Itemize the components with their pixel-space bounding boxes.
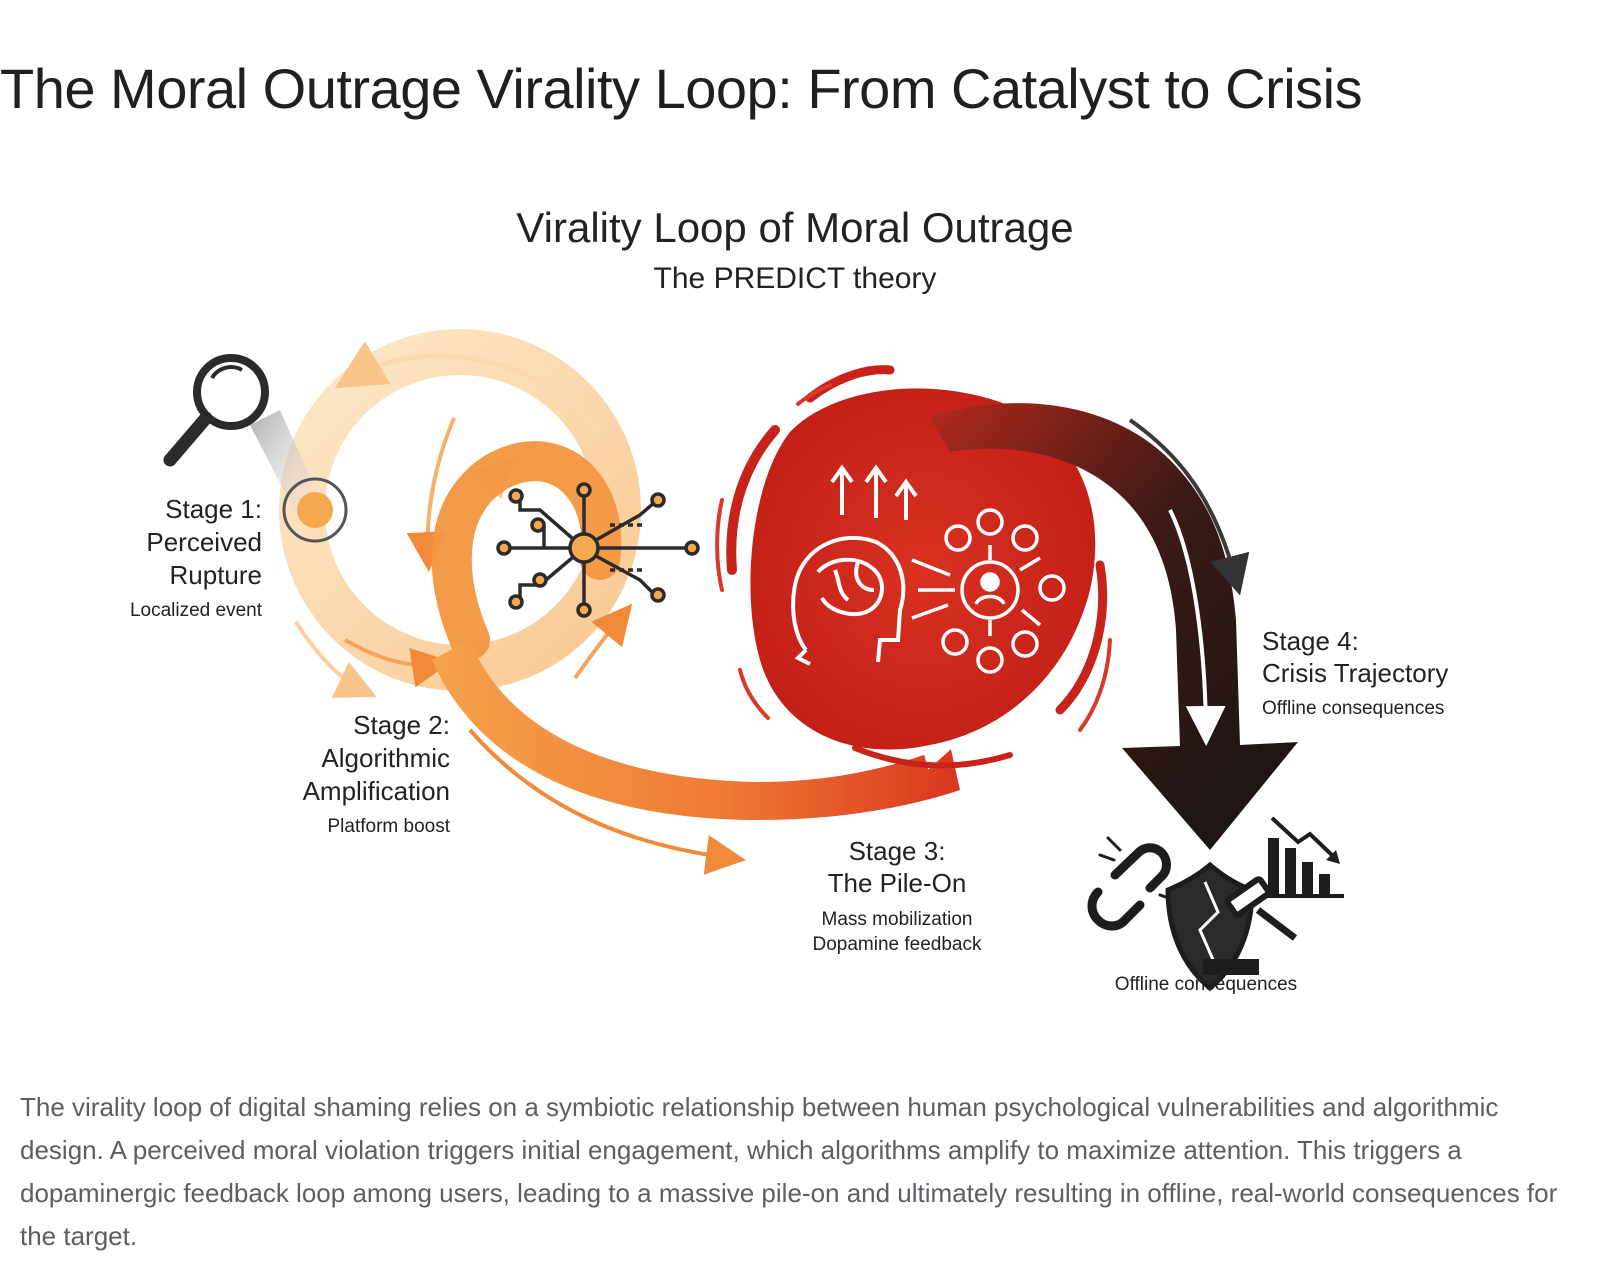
svg-text:Mass mobilization: Mass mobilization (822, 909, 973, 930)
svg-text:Stage 1:: Stage 1: (165, 494, 262, 524)
magnifier-icon (163, 354, 348, 543)
svg-text:Algorithmic: Algorithmic (321, 743, 450, 773)
svg-text:Stage 3:: Stage 3: (849, 836, 946, 866)
declining-chart-icon (1262, 816, 1344, 898)
diagram-subtitle: The PREDICT theory (654, 262, 937, 295)
svg-text:Crisis Trajectory: Crisis Trajectory (1262, 658, 1448, 688)
svg-text:Perceived: Perceived (146, 527, 262, 557)
svg-text:The Pile-On: The Pile-On (828, 868, 967, 898)
gavel-icon (1203, 876, 1298, 975)
broken-chain-icon (1087, 836, 1176, 931)
stage-3-label: Stage 3: The Pile-On Mass mobilization D… (813, 836, 982, 955)
svg-text:Offline consequences: Offline consequences (1262, 698, 1444, 719)
stage-2-label: Stage 2: Algorithmic Amplification Platf… (303, 710, 451, 837)
svg-text:Dopamine feedback: Dopamine feedback (813, 934, 982, 955)
virality-loop-diagram: Virality Loop of Moral Outrage The PREDI… (130, 204, 1448, 995)
svg-text:Amplification: Amplification (303, 776, 450, 806)
amplification-band (431, 441, 962, 875)
crowd-network-icon (911, 508, 1066, 674)
page-title: The Moral Outrage Virality Loop: From Ca… (0, 57, 1363, 120)
svg-text:Stage 2:: Stage 2: (353, 710, 450, 740)
caption: The virality loop of digital shaming rel… (20, 1092, 1558, 1251)
svg-text:Localized event: Localized event (130, 600, 263, 621)
circuit-icon (496, 482, 700, 618)
brain-head-icon (791, 464, 918, 666)
diagram-title: Virality Loop of Moral Outrage (516, 204, 1073, 251)
stage-1-label: Stage 1: Perceived Rupture Localized eve… (130, 494, 263, 621)
svg-text:Stage 4:: Stage 4: (1262, 626, 1359, 656)
svg-text:Rupture: Rupture (170, 560, 263, 590)
stage-4-label: Stage 4: Crisis Trajectory Offline conse… (1262, 626, 1448, 719)
crisis-arrow (930, 403, 1298, 850)
svg-text:Platform boost: Platform boost (328, 816, 451, 837)
consequences-label: Offline consequences (1115, 974, 1297, 995)
